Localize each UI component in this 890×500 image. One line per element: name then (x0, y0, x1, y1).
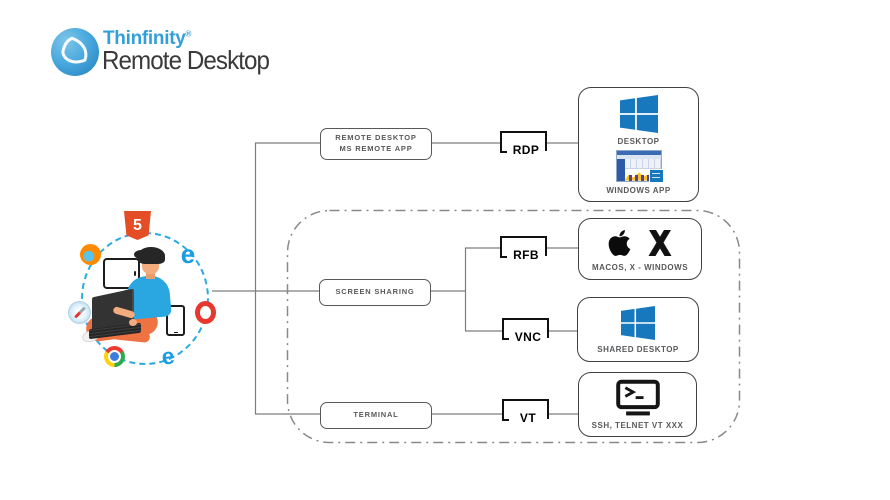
shared-desktop-target-box: SHARED DESKTOP (577, 297, 699, 362)
windows-app-label: WINDOWS APP (606, 185, 671, 195)
windows-app-icon (615, 149, 664, 183)
windows-logo-icon (619, 94, 658, 133)
screen-sharing-label: SCREEN SHARING (335, 287, 415, 297)
firefox-icon (80, 244, 101, 265)
remote-desktop-label-line1: REMOTE DESKTOP (335, 133, 417, 143)
person-hand (129, 319, 137, 326)
opera-icon (195, 301, 216, 324)
desktop-windows-app-target-box: DESKTOP WINDOWS APP (578, 87, 699, 202)
ssh-telnet-target-box: SSH, TELNET VT XXX (578, 372, 697, 437)
vnc-protocol-tag: VNC (501, 318, 549, 344)
edge-icon: e (180, 239, 196, 269)
macos-x-windows-label: MACOS, X - WINDOWS (591, 262, 689, 272)
vnc-label: VNC (514, 330, 542, 344)
person-neck (146, 272, 155, 279)
brand-name: Thinfinity® (103, 28, 191, 50)
person-hair-quiff (134, 250, 148, 259)
x-window-logo-icon (648, 229, 671, 256)
terminal-icon (614, 379, 662, 417)
rfb-label: RFB (513, 248, 539, 262)
client-devices-illustration: 5 e e (60, 205, 230, 375)
chrome-icon (104, 346, 125, 367)
windows-logo-icon (621, 305, 655, 340)
apple-logo-icon (608, 229, 630, 256)
ssh-telnet-label: SSH, TELNET VT XXX (591, 421, 684, 430)
desktop-label: DESKTOP (617, 136, 660, 146)
terminal-label: TERMINAL (353, 410, 399, 420)
screen-sharing-source-box: SCREEN SHARING (319, 279, 431, 306)
html5-icon: 5 (124, 211, 151, 240)
user-with-laptop-illustration (80, 247, 195, 357)
registered-mark: ® (185, 29, 192, 39)
remote-desktop-label-line2: MS REMOTE APP (339, 144, 413, 153)
remote-desktop-source-box: REMOTE DESKTOP MS REMOTE APP (320, 128, 432, 160)
shared-desktop-label: SHARED DESKTOP (597, 344, 679, 354)
thinfinity-logo-icon (51, 28, 99, 76)
smartphone-icon (166, 305, 185, 336)
rdp-label: RDP (512, 143, 540, 157)
rfb-protocol-tag: RFB (499, 236, 547, 262)
rdp-protocol-tag: RDP (499, 131, 547, 157)
screen-sharing-terminal-group-outline (286, 209, 741, 444)
vt-protocol-tag: VT (501, 399, 549, 425)
brand-text: Thinfinity (103, 28, 186, 49)
html5-number: 5 (133, 216, 142, 234)
product-name: Remote Desktop (102, 45, 270, 75)
macos-x-windows-target-box: MACOS, X - WINDOWS (578, 218, 702, 280)
tablet-icon (103, 258, 140, 289)
safari-icon (68, 301, 91, 324)
vt-label: VT (519, 411, 537, 425)
terminal-source-box: TERMINAL (320, 402, 432, 429)
